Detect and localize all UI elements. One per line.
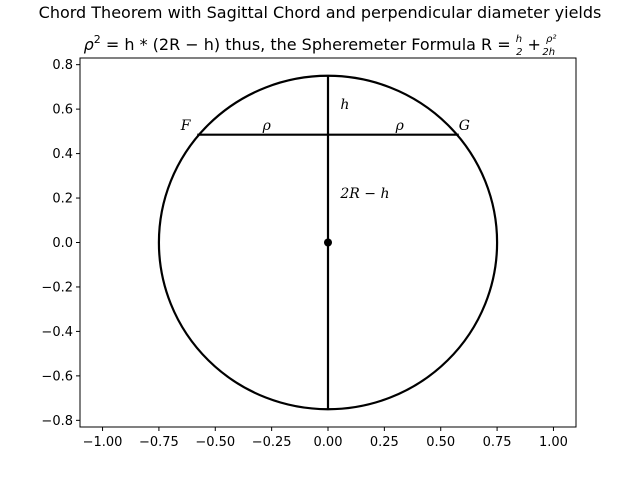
- x-tick-label: −0.50: [195, 435, 235, 450]
- y-tick-label: 0.4: [52, 147, 73, 162]
- annotation-label: h: [340, 97, 349, 113]
- x-tick-label: 0.25: [370, 435, 399, 450]
- x-tick-label: −1.00: [83, 435, 123, 450]
- subtitle-formula-text: = h * (2R − h) thus, the Spheremeter For…: [101, 35, 516, 54]
- y-tick-label: −0.4: [41, 325, 73, 340]
- chart-subtitle: ρ2 = h * (2R − h) thus, the Spheremeter …: [84, 33, 557, 58]
- subtitle-plus: +: [522, 35, 546, 54]
- y-axis: −0.8 −0.6 −0.4 −0.2 0.0 0.2 0.4 0.6 0.8: [41, 58, 80, 429]
- x-axis: −1.00 −0.75 −0.50 −0.25 0.00 0.25 0.50 0.75 1.00: [83, 427, 568, 450]
- annotation-label: G: [459, 118, 470, 134]
- y-tick-label: −0.2: [41, 280, 73, 295]
- annotation-label: ρ: [395, 118, 405, 134]
- y-tick-label: −0.6: [41, 369, 73, 384]
- x-tick-label: 0.50: [426, 435, 455, 450]
- subtitle-rho: ρ: [84, 35, 94, 54]
- chart-title: Chord Theorem with Sagittal Chord and pe…: [39, 3, 602, 22]
- chart-annotations: F Gρ ρ h 2R − h: [180, 97, 470, 202]
- x-tick-label: −0.75: [139, 435, 179, 450]
- y-tick-label: 0.0: [52, 236, 73, 251]
- x-tick-label: 0.75: [483, 435, 512, 450]
- y-tick-label: −0.8: [41, 414, 73, 429]
- annotation-label: 2R − h: [339, 186, 389, 202]
- chart-marks: [157, 74, 499, 411]
- center-point: [324, 238, 332, 247]
- annotation-label: F: [180, 118, 192, 134]
- x-tick-label: −0.25: [252, 435, 292, 450]
- y-tick-label: 0.8: [52, 58, 73, 73]
- y-tick-label: 0.2: [52, 192, 73, 207]
- annotation-label: ρ: [262, 118, 272, 134]
- x-tick-label: 1.00: [539, 435, 568, 450]
- y-tick-label: 0.6: [52, 103, 73, 118]
- x-tick-label: 0.00: [314, 435, 343, 450]
- subtitle-rho-exponent: 2: [94, 33, 101, 46]
